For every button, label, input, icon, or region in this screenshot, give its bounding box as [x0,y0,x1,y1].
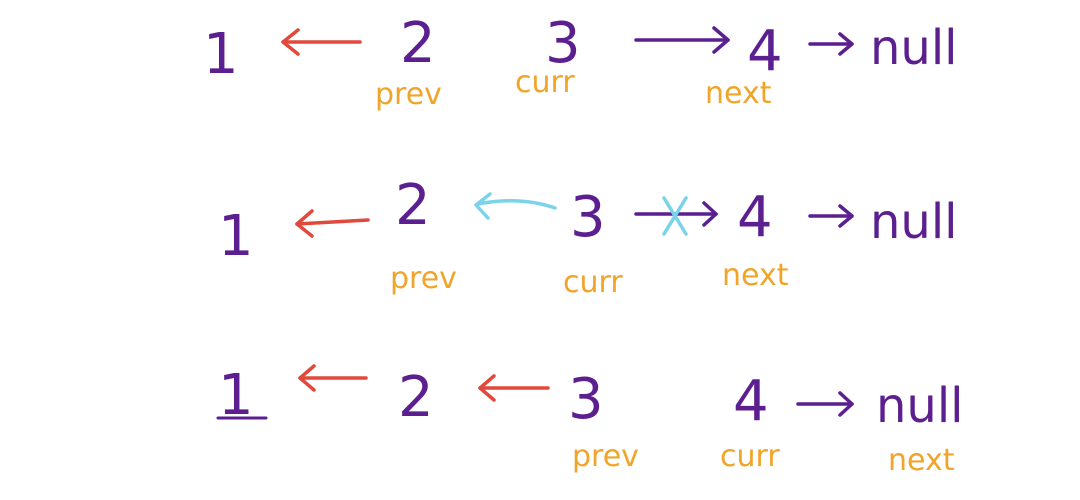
row2-node-3: 3 [570,185,606,250]
row2-node-1: 1 [218,204,254,269]
row-3: 1 2 3 prev 4 curr null next [216,363,964,478]
row2-null: null [870,194,958,250]
row2-cut-link-3-to-4-arrow [634,196,718,236]
row3-node-3: 3 [568,367,604,432]
row1-link-3-to-4-arrow [634,26,730,54]
row2-node-4: 4 [737,185,773,250]
row1-null: null [870,20,958,76]
row2-next-label: next [722,258,789,293]
row3-link-2-to-1-arrow [298,364,368,392]
row1-link-4-to-null-arrow [808,32,854,56]
row3-curr-label: curr [720,439,780,474]
row2-new-link-3-to-2-arrow [474,192,557,220]
row3-prev-label: prev [572,439,639,474]
row2-node-2: 2 [395,173,431,238]
row2-prev-label: prev [390,261,457,296]
row-2: 1 2 prev 3 curr 4 next null [218,173,958,300]
row1-curr-label: curr [515,65,575,100]
row1-node-4: 4 [747,19,783,84]
row1-node-3: 3 [545,11,581,76]
row1-prev-label: prev [375,77,442,112]
row1-link-2-to-1-arrow [281,28,362,56]
row-1: 1 2 prev 3 curr 4 next null [203,11,958,112]
row2-link-2-to-1-arrow [295,209,370,238]
row3-null: null [876,378,964,434]
row3-node-2: 2 [398,365,434,430]
row3-node-4: 4 [733,369,769,434]
row1-node-2: 2 [400,11,436,76]
row2-link-4-to-null-arrow [808,204,854,228]
row3-next-label: next [888,443,955,478]
row3-link-4-to-null-arrow [796,391,854,417]
row3-link-3-to-2-arrow [478,374,550,402]
row2-curr-label: curr [563,265,623,300]
row1-next-label: next [705,76,772,111]
row1-node-1: 1 [203,22,239,87]
